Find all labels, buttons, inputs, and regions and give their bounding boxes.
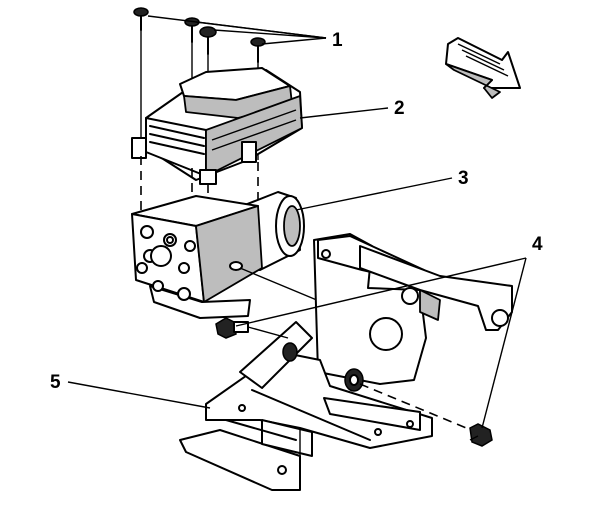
bolt-upper [215,317,289,339]
electronic-control-module [131,67,303,185]
callout-5: 5 [50,372,61,393]
bolt-lower [469,423,493,447]
callout-4: 4 [532,234,543,255]
callout-2: 2 [394,98,405,119]
bracket-bolts [215,317,493,447]
hydraulic-modulator [131,191,361,319]
leader-lines [67,15,527,429]
screw-a [133,7,149,150]
mounting-bracket [179,233,513,491]
callout-1: 1 [332,30,343,51]
callout-3: 3 [458,168,469,189]
callout-labels: 1 2 3 4 5 [50,30,543,393]
direction-arrow-icon [445,37,521,99]
